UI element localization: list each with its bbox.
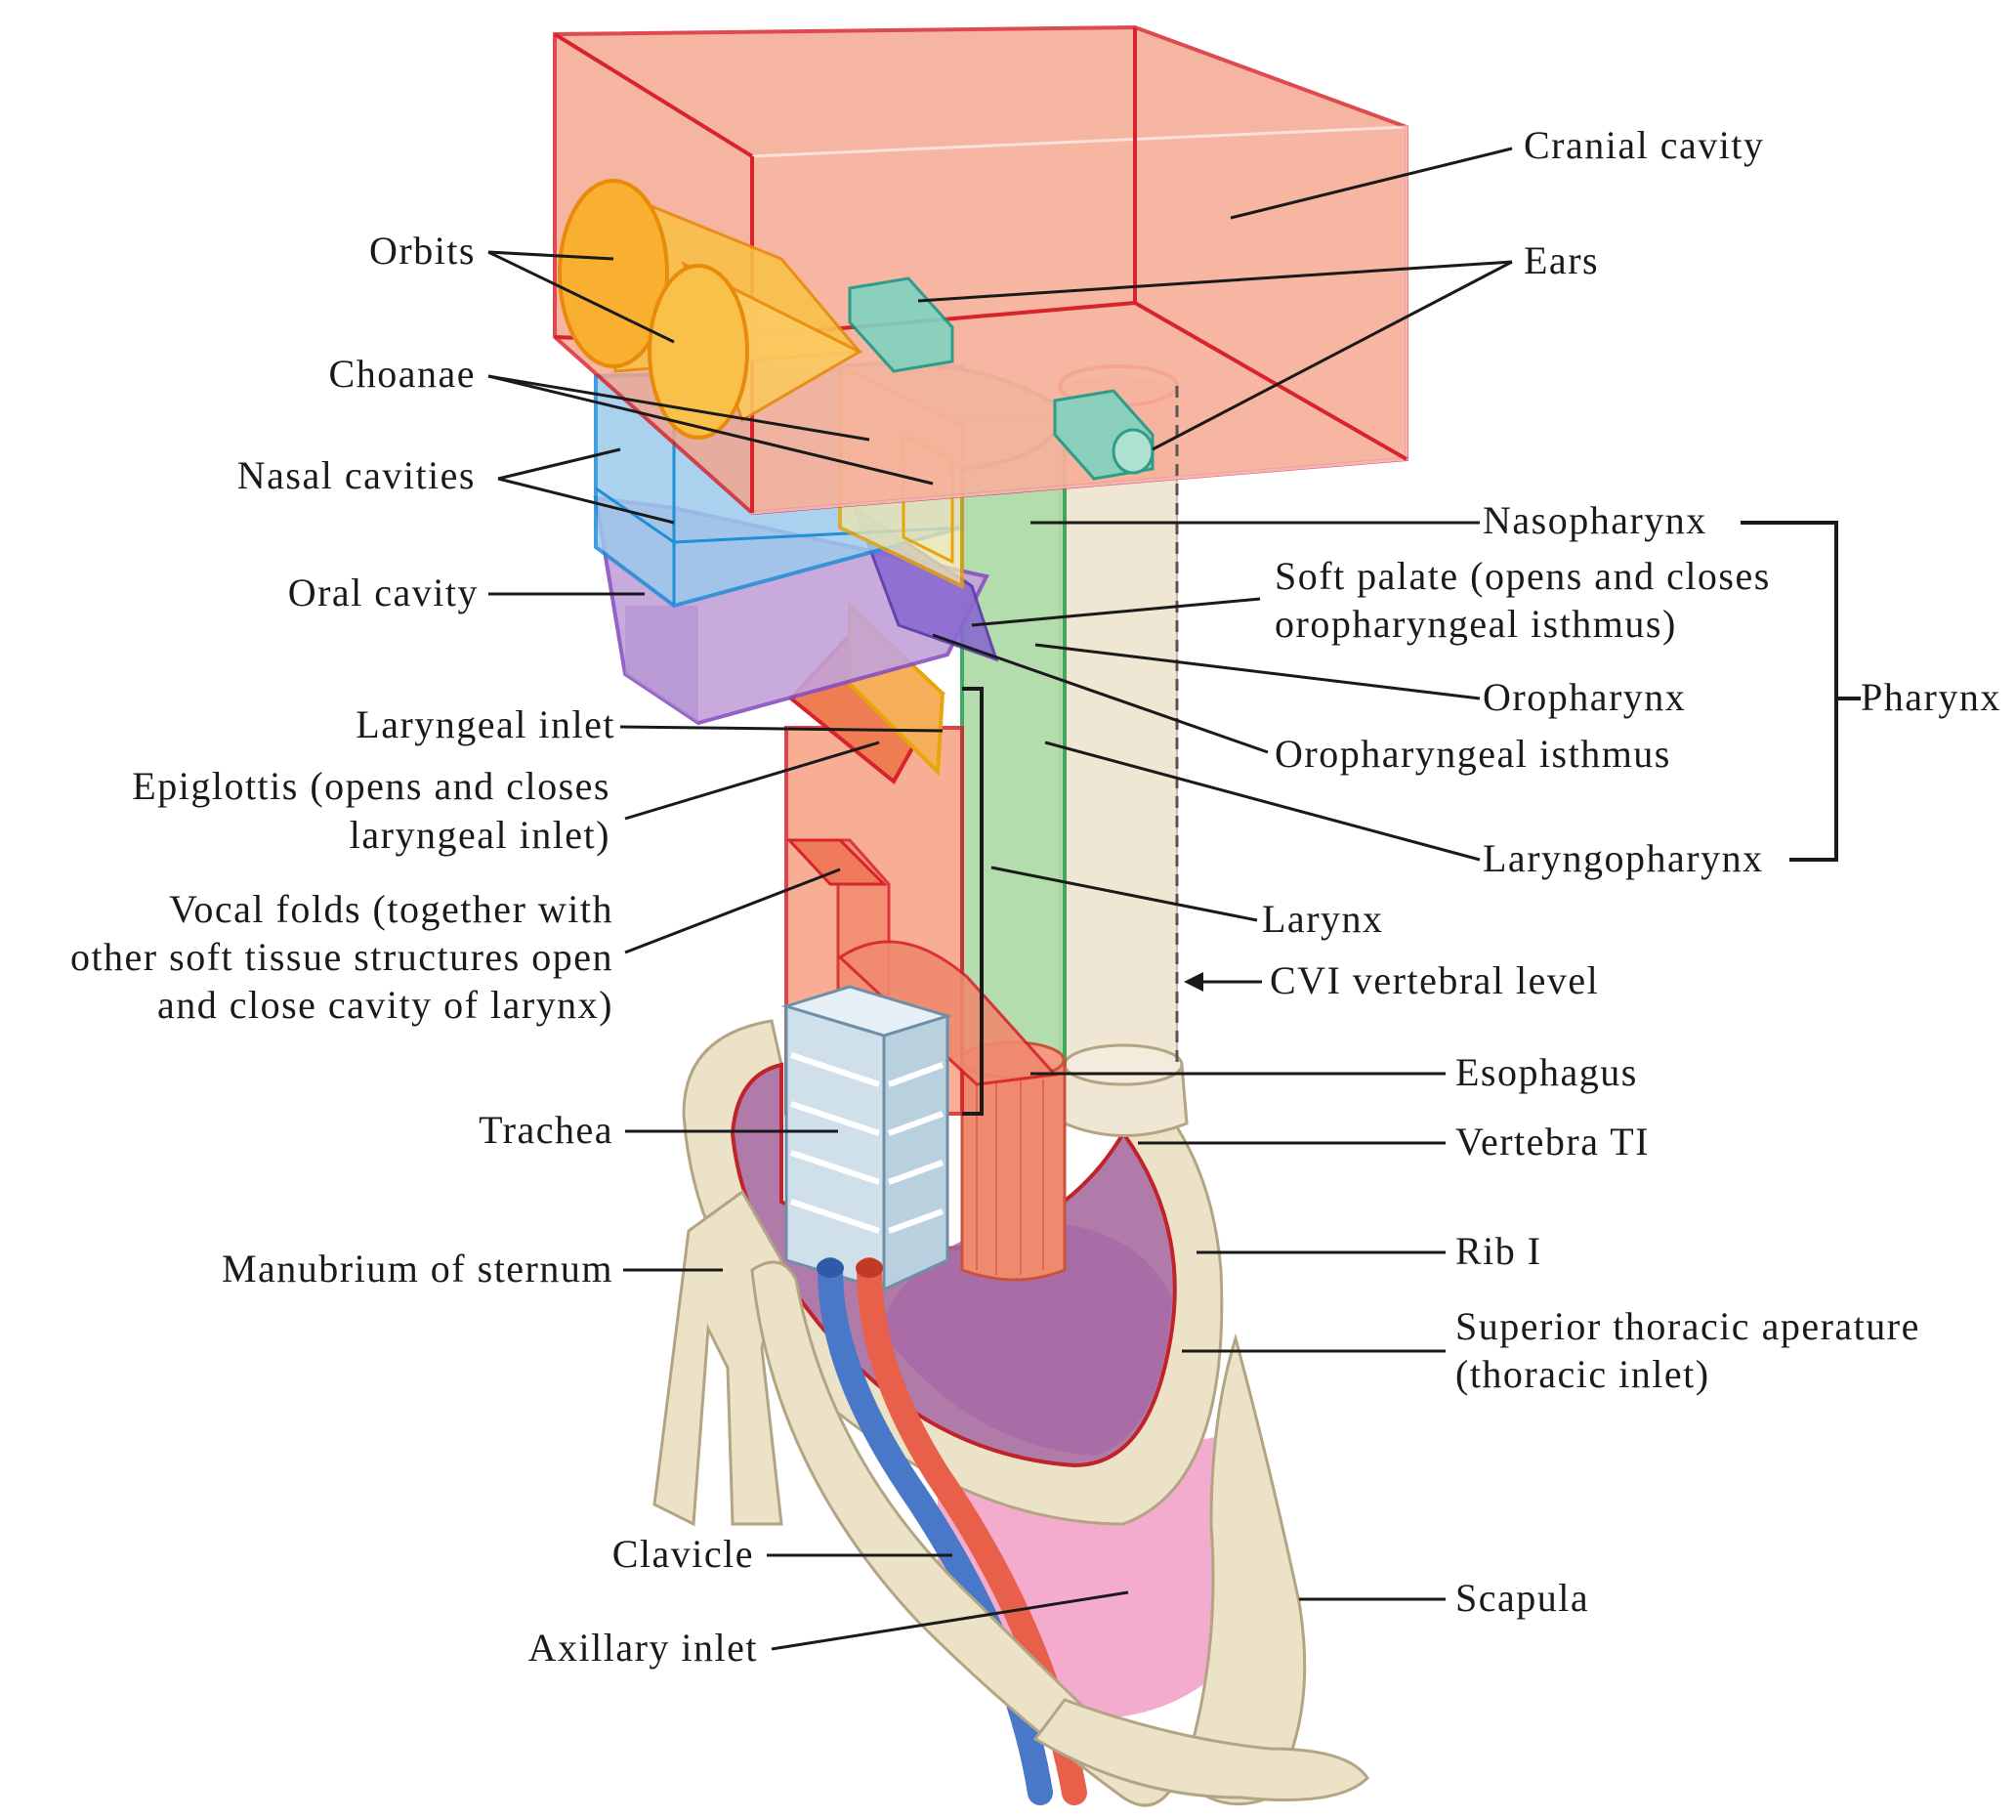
label-laryngopharynx: Laryngopharynx [1483, 836, 1764, 880]
label-vocal-folds-1: Vocal folds (together with [169, 887, 613, 931]
label-vocal-folds-3: and close cavity of larynx) [157, 983, 613, 1027]
label-cranial-cavity: Cranial cavity [1524, 123, 1764, 167]
label-orbits: Orbits [369, 229, 476, 273]
label-epiglottis-2: laryngeal inlet) [350, 813, 610, 857]
label-epiglottis-1: Epiglottis (opens and closes [132, 764, 610, 808]
label-cvi-level: CVI vertebral level [1270, 958, 1599, 1002]
label-vertebra-ti: Vertebra TI [1455, 1120, 1650, 1164]
label-manubrium: Manubrium of sternum [222, 1247, 613, 1291]
label-scapula: Scapula [1455, 1576, 1589, 1620]
vertebra-ti-top [1065, 1045, 1182, 1084]
label-rib-i: Rib I [1455, 1229, 1542, 1273]
label-sup-thoracic-2: (thoracic inlet) [1455, 1352, 1710, 1396]
label-nasopharynx: Nasopharynx [1483, 498, 1707, 542]
cvi-arrow-head [1184, 972, 1203, 992]
label-oropharyngeal-isthmus: Oropharyngeal isthmus [1275, 732, 1671, 776]
vein-top [817, 1258, 844, 1278]
label-vocal-folds-2: other soft tissue structures open [70, 935, 613, 979]
oral-cavity-front [625, 606, 698, 723]
label-larynx: Larynx [1262, 897, 1384, 941]
trachea [786, 987, 947, 1290]
label-oropharynx: Oropharynx [1483, 675, 1686, 719]
label-soft-palate-2: oropharyngeal isthmus) [1275, 602, 1677, 646]
label-sup-thoracic-1: Superior thoracic aperature [1455, 1304, 1920, 1348]
label-esophagus: Esophagus [1455, 1050, 1638, 1094]
label-ears: Ears [1524, 238, 1599, 282]
label-pharynx: Pharynx [1861, 675, 2001, 719]
label-laryngeal-inlet: Laryngeal inlet [356, 702, 615, 746]
label-clavicle: Clavicle [612, 1532, 754, 1576]
label-soft-palate-1: Soft palate (opens and closes [1275, 554, 1771, 598]
manubrium-of-sternum [654, 1192, 781, 1524]
label-nasal-cavities: Nasal cavities [237, 453, 476, 497]
label-choanae: Choanae [329, 352, 476, 396]
label-trachea: Trachea [479, 1108, 613, 1152]
label-axillary-inlet: Axillary inlet [528, 1626, 758, 1670]
artery-top [856, 1258, 883, 1278]
label-oral-cavity: Oral cavity [288, 571, 479, 614]
